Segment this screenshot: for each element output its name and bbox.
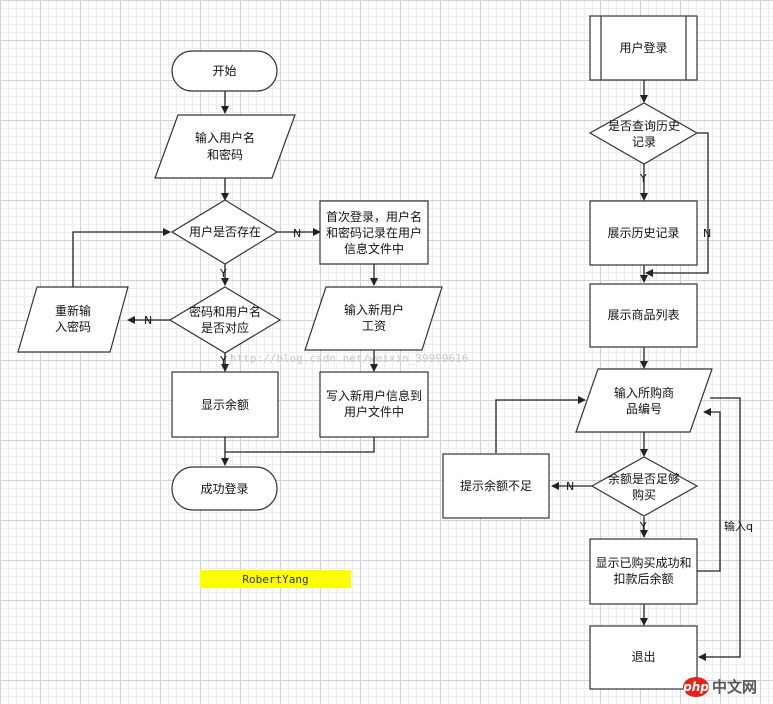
node-insufficient-label: 提示余额不足: [460, 478, 532, 493]
node-query-history-line1: 是否查询历史: [608, 119, 680, 133]
node-balance-enough: 余额是否足够 购买: [590, 456, 699, 517]
node-insufficient: 提示余额不足: [442, 453, 550, 519]
label-match-yes: Y: [219, 354, 227, 367]
label-enough-no: N: [566, 480, 574, 493]
node-user-login: 用户登录: [589, 15, 698, 81]
node-query-history: 是否查询历史 记录: [588, 102, 699, 165]
php-cn-logo: php 中文网: [683, 676, 757, 697]
edge-input-q-to-exit: [698, 397, 741, 661]
node-write-file: 写入新用户信息到 用户文件中: [319, 371, 429, 438]
edge-query-no: [645, 132, 709, 277]
node-first-login-line2: 和密码记录在用户: [326, 225, 422, 240]
logo-text: 中文网: [712, 678, 758, 696]
node-start-label: 开始: [212, 64, 236, 78]
node-user-exists: 用户是否存在: [170, 199, 279, 265]
credit-label: RobertYang: [200, 570, 351, 588]
label-enough-yes: Y: [639, 520, 647, 533]
node-reenter-pwd: 重新输 入密码: [17, 286, 129, 353]
node-first-login-line3: 信息文件中: [344, 241, 404, 256]
edges-left: [72, 90, 378, 466]
node-user-login-label: 用户登录: [619, 40, 667, 55]
edge-labels: N Y N Y Y N N Y 输入q: [144, 172, 753, 533]
node-show-products-label: 展示商品列表: [607, 307, 679, 322]
node-pwd-match-line2: 是否对应: [201, 320, 249, 335]
edges-right: [495, 80, 741, 661]
node-purchased-line2: 扣款后余额: [613, 571, 673, 586]
node-reenter-pwd-line1: 重新输: [55, 303, 91, 318]
node-show-balance-label: 显示余额: [201, 397, 249, 412]
watermark-text: http://blog.csdn.net/weixin_39999616: [230, 352, 468, 365]
edge-insufficient-loop: [495, 396, 586, 453]
node-show-history: 展示历史记录: [589, 200, 698, 266]
label-query-yes: Y: [639, 172, 647, 185]
node-input-salary-line1: 输入新用户: [344, 302, 404, 317]
edge-write-to-success: [225, 437, 375, 453]
node-show-products: 展示商品列表: [589, 283, 698, 348]
node-exit-label: 退出: [631, 650, 655, 664]
label-input-q: 输入q: [724, 519, 753, 533]
node-first-login-line1: 首次登录，用户名: [326, 209, 422, 224]
node-user-exists-label: 用户是否存在: [189, 224, 261, 239]
label-query-no: N: [703, 227, 711, 240]
node-input-salary-line2: 工资: [362, 319, 386, 333]
node-input-product-line2: 品编号: [626, 401, 662, 416]
node-first-login: 首次登录，用户名 和密码记录在用户 信息文件中: [319, 200, 429, 265]
label-exists-no: N: [293, 227, 301, 240]
label-exists-yes: Y: [219, 267, 227, 280]
node-input-product-line1: 输入所购商: [614, 385, 674, 400]
node-exit: 退出: [589, 625, 698, 690]
node-start: 开始: [171, 50, 278, 92]
node-input-salary: 输入新用户 工资: [304, 286, 443, 351]
node-purchased: 显示已购买成功和 扣款后余额: [589, 538, 698, 605]
node-login-success-label: 成功登录: [200, 481, 248, 496]
node-balance-enough-line2: 购买: [632, 487, 656, 502]
edge-purchased-loop: [697, 408, 721, 572]
node-input-product: 输入所购商 品编号: [575, 368, 713, 433]
node-query-history-line2: 记录: [632, 135, 656, 149]
node-pwd-match: 密码和用户名 是否对应: [168, 286, 282, 354]
node-login-success: 成功登录: [171, 466, 278, 511]
node-balance-enough-line1: 余额是否足够: [608, 471, 680, 486]
php-logo-icon: php: [683, 676, 709, 697]
label-match-no: N: [144, 314, 152, 327]
node-write-file-line2: 用户文件中: [344, 404, 404, 419]
node-write-file-line1: 写入新用户信息到: [326, 388, 422, 403]
node-reenter-pwd-line2: 入密码: [55, 319, 91, 334]
node-input-user-line2: 和密码: [207, 147, 243, 162]
node-purchased-line1: 显示已购买成功和: [595, 555, 691, 570]
node-input-user: 输入用户名 和密码: [154, 114, 296, 179]
node-input-user-line1: 输入用户名: [195, 130, 255, 145]
node-show-balance: 显示余额: [171, 371, 279, 438]
node-pwd-match-line1: 密码和用户名: [189, 304, 261, 319]
edge-reenter-loop: [72, 228, 171, 287]
node-show-history-label: 展示历史记录: [607, 226, 679, 240]
